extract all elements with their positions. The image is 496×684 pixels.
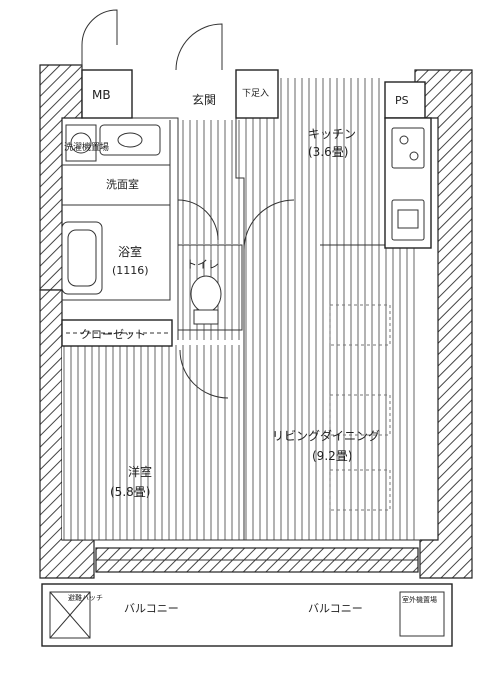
living-dining-size: (9.2畳) xyxy=(312,449,352,463)
dining-table xyxy=(329,304,391,511)
kitchen-label: キッチン xyxy=(308,127,356,141)
ps-label: PS xyxy=(395,94,409,107)
western-room-size: (5.8畳) xyxy=(110,485,150,499)
western-room-label: 洋室 xyxy=(128,464,152,479)
hatch-label: 避難ハッチ xyxy=(68,593,103,602)
floor-areas xyxy=(62,78,420,540)
ps-box xyxy=(384,81,426,119)
bath-label: 浴室 xyxy=(118,244,142,259)
living-dining-label: リビングダイニング xyxy=(272,428,380,443)
shoe-storage-label: 下足入 xyxy=(242,88,269,99)
toilet-fixture xyxy=(190,275,222,325)
toilet-label: トイレ xyxy=(186,258,219,271)
entrance-label: 玄関 xyxy=(192,92,216,107)
kitchen-counter xyxy=(384,117,432,249)
closet-label: クローゼット xyxy=(80,328,146,341)
doors xyxy=(81,9,295,399)
kitchen-size: (3.6畳) xyxy=(308,145,348,159)
aircon-unit-label: 室外機置場 xyxy=(402,595,437,604)
balcony-right-label: バルコニー xyxy=(308,602,363,615)
bath-size: (1116) xyxy=(112,264,149,277)
shoe-storage xyxy=(235,69,279,119)
mb-closet xyxy=(81,69,133,119)
balcony-left-label: バルコニー xyxy=(124,602,179,615)
bathtub xyxy=(61,221,103,295)
laundry-label: 洗濯機置場 xyxy=(64,141,109,153)
washroom-label: 洗面室 xyxy=(106,177,139,191)
balcony xyxy=(41,583,453,647)
mb-label: MB xyxy=(92,88,111,102)
washroom-fixtures xyxy=(65,124,161,162)
